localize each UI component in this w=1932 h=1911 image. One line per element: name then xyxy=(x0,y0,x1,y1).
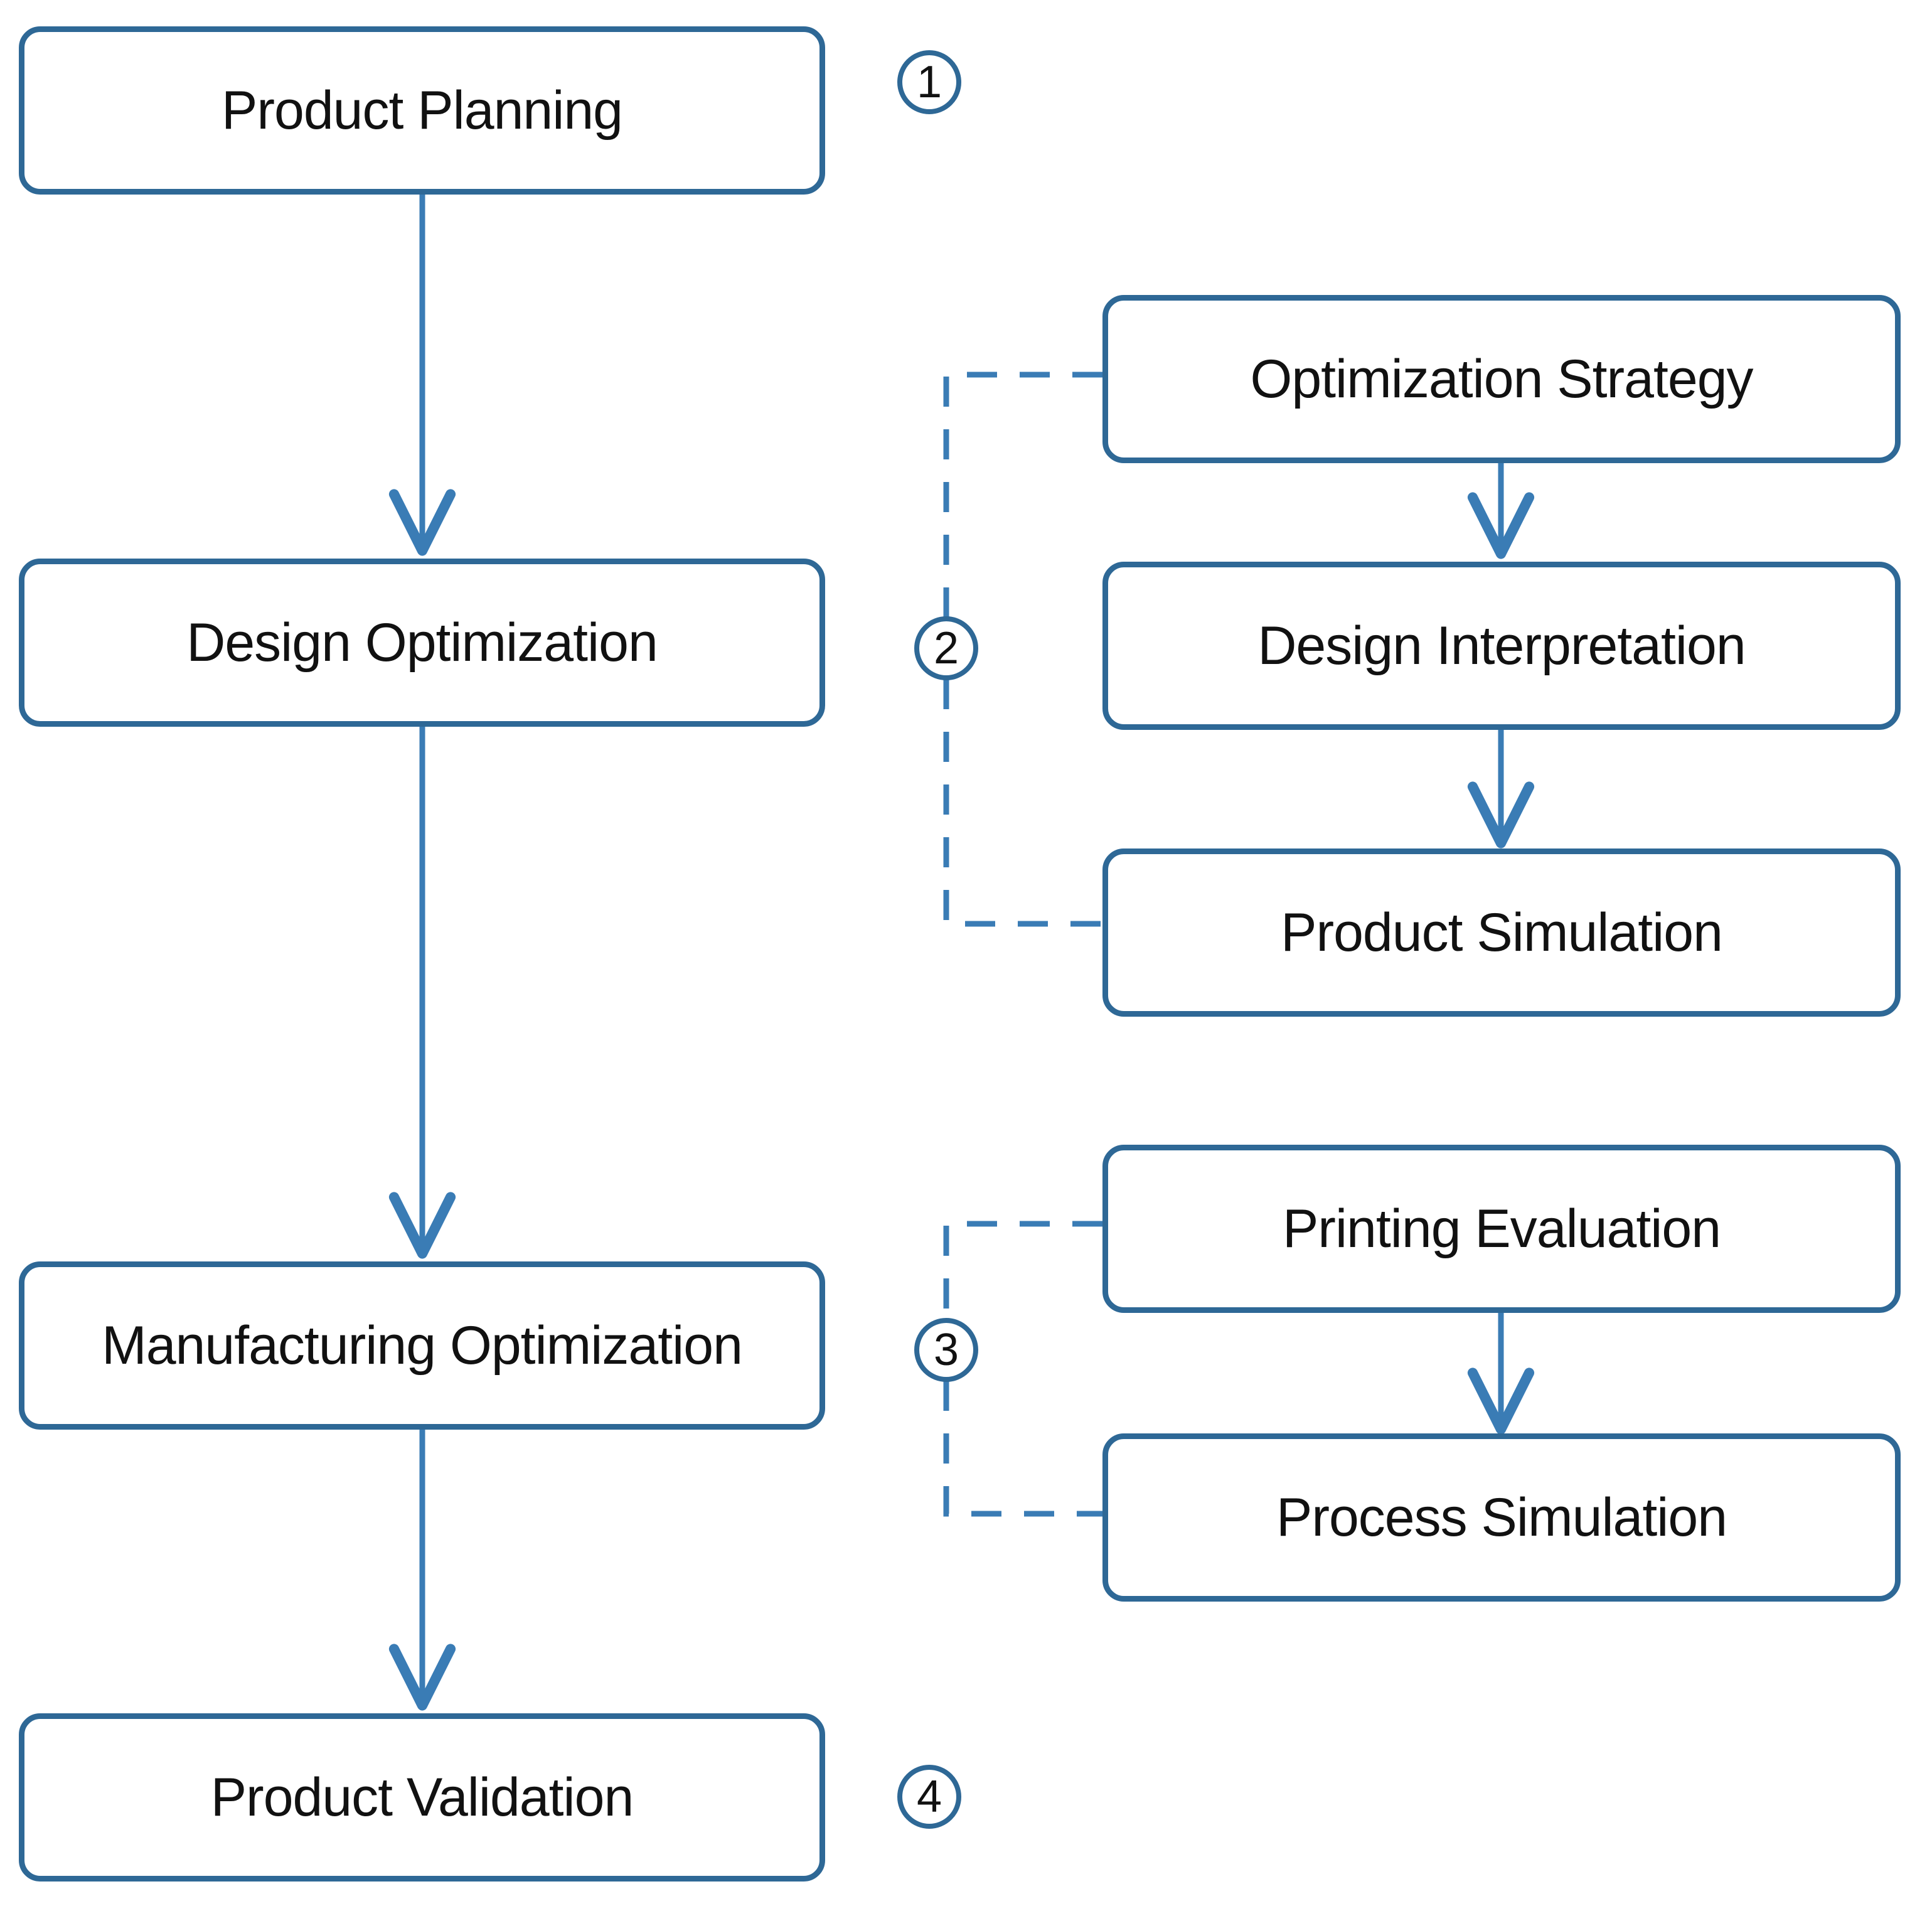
node-product-validation[interactable]: Product Validation xyxy=(19,1713,825,1882)
node-manufacturing-optimization[interactable]: Manufacturing Optimization xyxy=(19,1261,825,1430)
stage-marker-label: 1 xyxy=(916,57,942,107)
stage-marker-label: 2 xyxy=(933,623,959,673)
node-process-simulation[interactable]: Process Simulation xyxy=(1102,1433,1901,1602)
stage-marker-3: 3 xyxy=(914,1318,978,1382)
node-product-simulation[interactable]: Product Simulation xyxy=(1102,848,1901,1017)
node-label: Product Simulation xyxy=(1281,902,1723,963)
dashed-bracket-manufacturing-group-lower xyxy=(943,1381,1102,1517)
node-printing-evaluation[interactable]: Printing Evaluation xyxy=(1102,1145,1901,1313)
node-label: Design Interpretation xyxy=(1257,615,1746,676)
stage-marker-1: 1 xyxy=(897,50,961,114)
node-label: Product Planning xyxy=(221,80,623,141)
node-label: Design Optimization xyxy=(186,612,658,673)
dashed-bracket-manufacturing-group xyxy=(943,1221,1102,1320)
node-product-planning[interactable]: Product Planning xyxy=(19,26,825,195)
node-label: Optimization Strategy xyxy=(1250,348,1753,409)
node-optimization-strategy[interactable]: Optimization Strategy xyxy=(1102,295,1901,463)
stage-marker-label: 4 xyxy=(916,1772,942,1822)
node-label: Process Simulation xyxy=(1276,1487,1727,1548)
dashed-bracket-design-group-lower xyxy=(943,679,1102,927)
stage-marker-2: 2 xyxy=(914,616,978,680)
stage-marker-4: 4 xyxy=(897,1765,961,1829)
stage-marker-label: 3 xyxy=(933,1325,959,1375)
node-label: Printing Evaluation xyxy=(1282,1198,1721,1259)
node-label: Product Validation xyxy=(210,1767,634,1828)
node-design-interpretation[interactable]: Design Interpretation xyxy=(1102,562,1901,730)
node-design-optimization[interactable]: Design Optimization xyxy=(19,559,825,727)
dashed-bracket-design-group xyxy=(943,372,1102,618)
node-label: Manufacturing Optimization xyxy=(102,1315,743,1376)
